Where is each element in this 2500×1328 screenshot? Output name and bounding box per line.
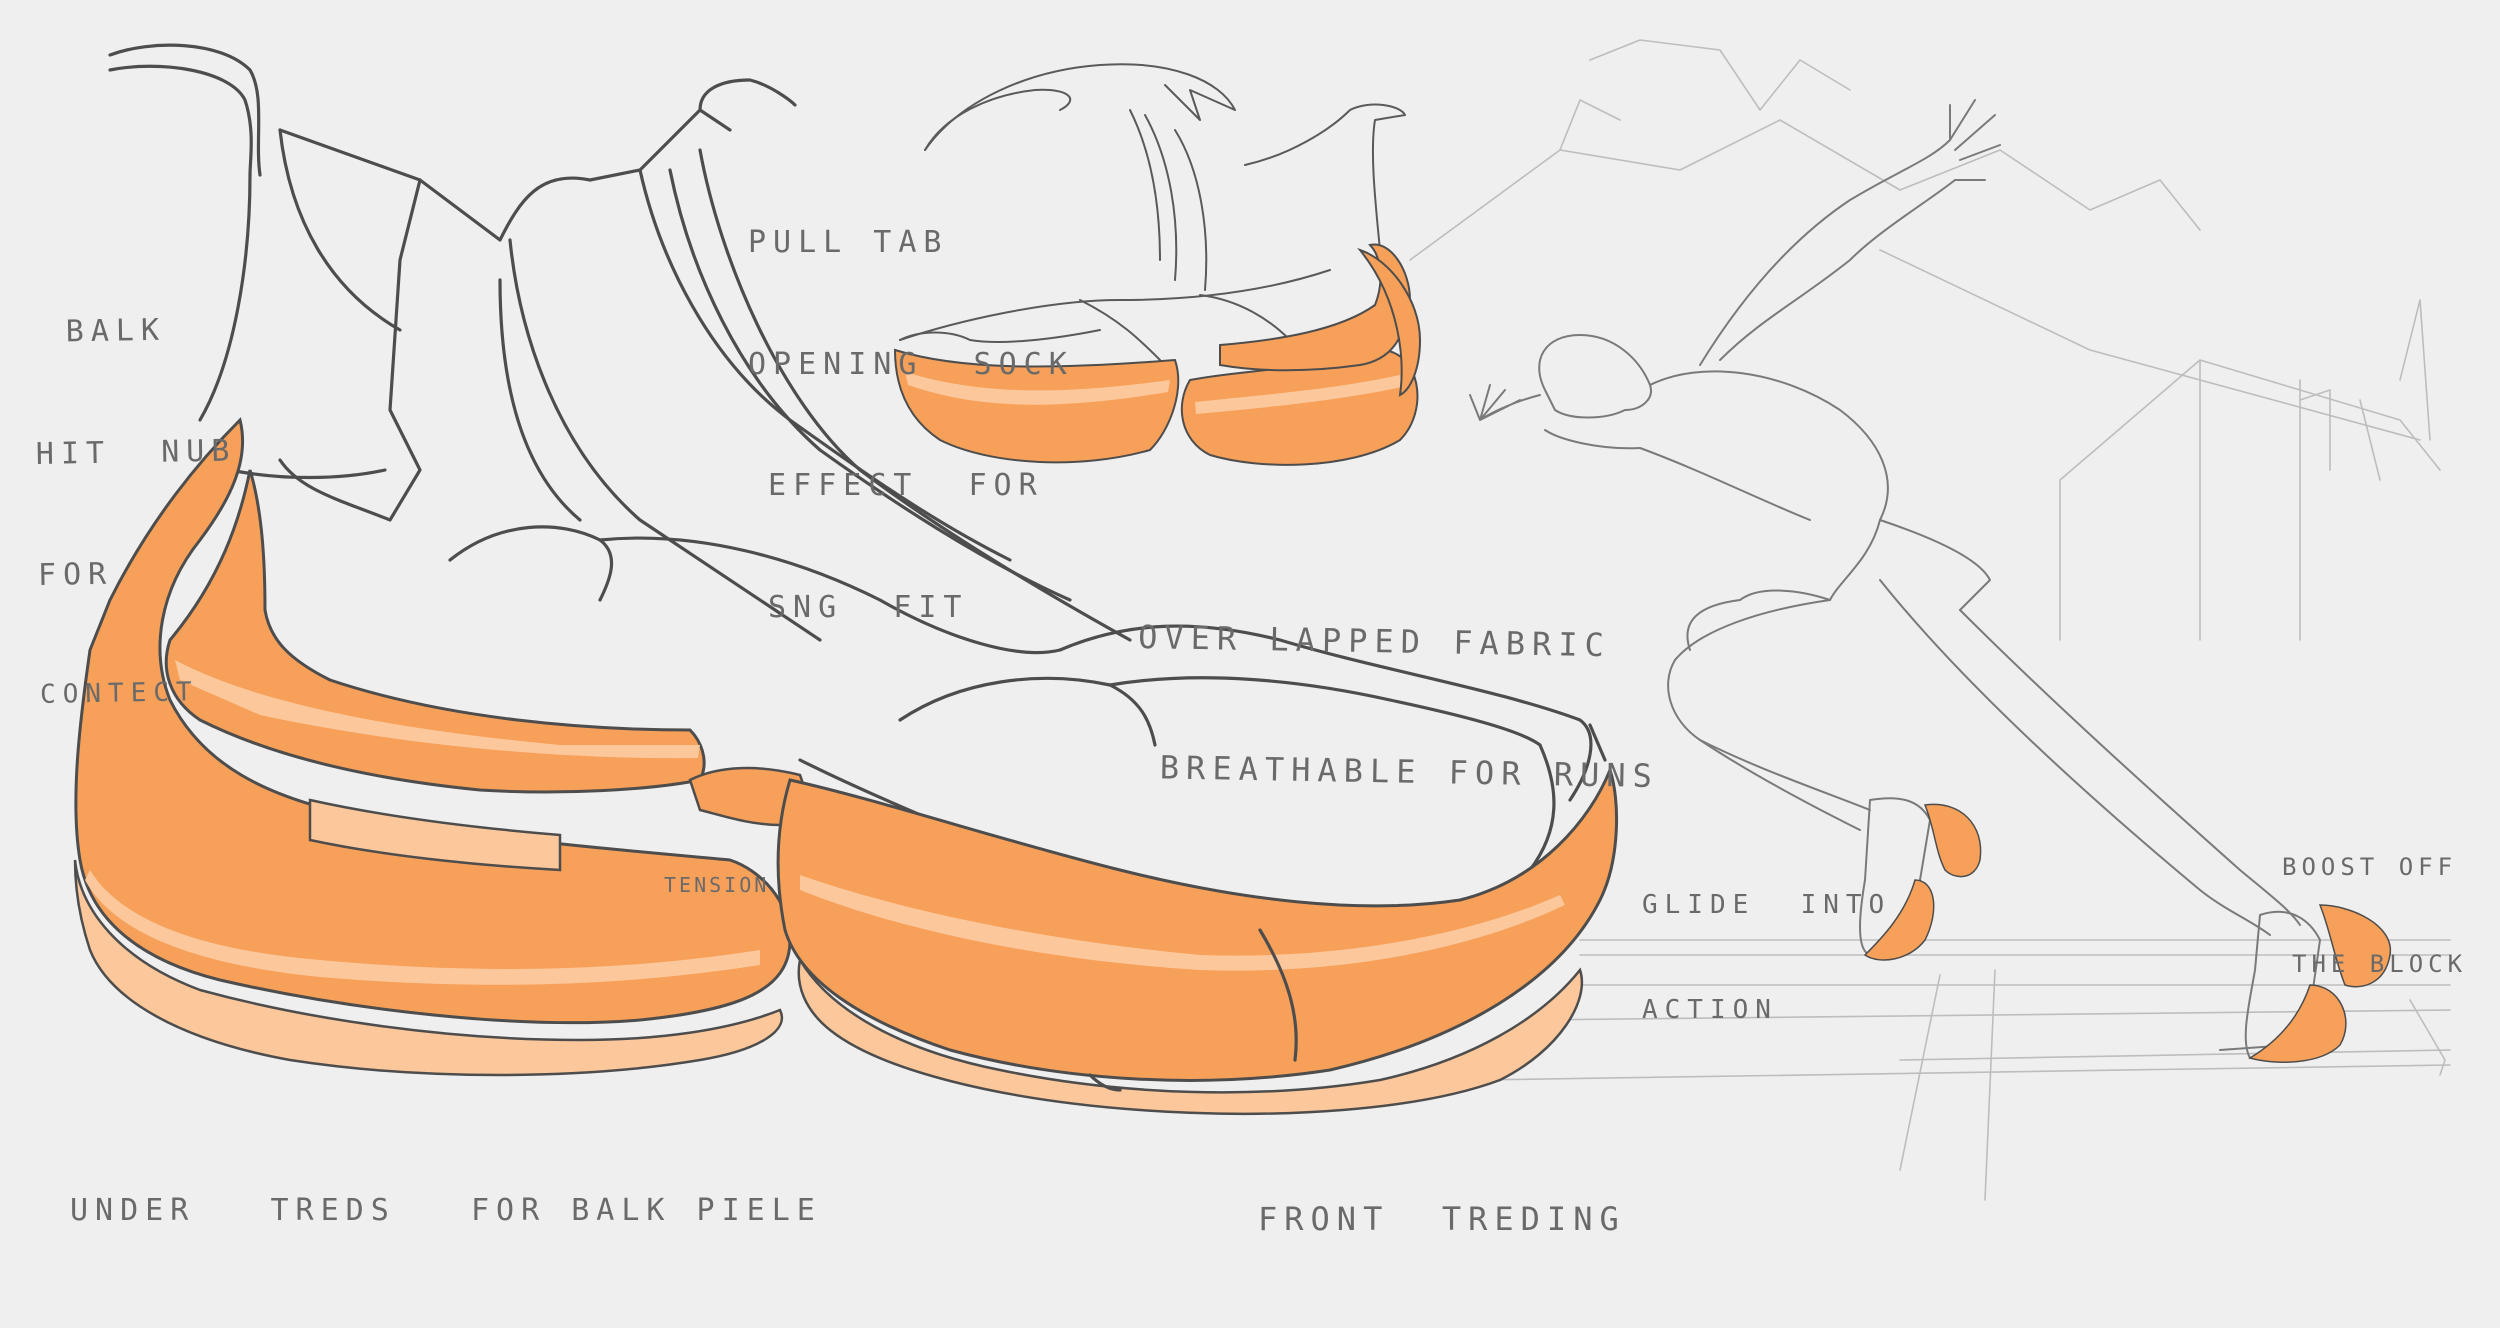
annotation-overlapped-fabric: OVER LAPPED FABRIC BREATHABLE FOR RUNS (1134, 530, 1663, 885)
annotation-back-hit-nub: BALK HIT NUB FOR CONTECT (32, 229, 242, 794)
annotation-line: THE BLOCK (2292, 949, 2468, 978)
annotation-line: BREATHABLE FOR RUNS (1159, 748, 1660, 796)
annotation-pull-tab: PULL TAB OPENING SOCK EFFECT FOR SNG FIT (748, 142, 1074, 709)
background-stadium-sketch (1409, 39, 2451, 1201)
large-shoe-sketch (73, 43, 1619, 1115)
annotation-line: ACTION (1642, 995, 1778, 1026)
sketch-drawing (73, 39, 2451, 1201)
annotation-line: OVER LAPPED FABRIC (1137, 618, 1612, 665)
annotation-tension: TENSION (664, 818, 769, 953)
annotation-line: BALK (65, 312, 167, 350)
runner-shoe-soles (1863, 803, 2391, 1063)
annotation-boost-off-the-block: BOOST OFF THE BLOCK (2282, 786, 2467, 1045)
annotation-line: SNG FIT (768, 589, 969, 625)
annotation-line: TENSION (664, 873, 770, 897)
annotation-glide-into-action: GLIDE INTO ACTION (1642, 818, 1891, 1099)
annotation-line: GLIDE INTO (1642, 890, 1892, 921)
annotation-front-treding: FRONT TREDING (1258, 1112, 1626, 1328)
sketch-canvas: BALK HIT NUB FOR CONTECT PULL TAB OPENIN… (32, 39, 2467, 1238)
annotation-line: UNDER TREDS FOR BALK PIELE (70, 1193, 822, 1228)
annotation-line: PULL TAB (748, 225, 949, 260)
annotation-under-treds: UNDER TREDS FOR BALK PIELE (70, 1110, 822, 1313)
annotation-line: OPENING SOCK (748, 346, 1074, 382)
annotation-line: CONTECT (39, 676, 199, 710)
annotation-line: FRONT TREDING (1258, 1200, 1626, 1239)
annotation-line: HIT NUB (35, 432, 237, 472)
annotation-line: FOR (37, 556, 114, 593)
annotation-line: BOOST OFF (2282, 852, 2458, 881)
small-shoe-sketch (893, 63, 1422, 466)
annotation-line: EFFECT FOR (768, 468, 1044, 503)
